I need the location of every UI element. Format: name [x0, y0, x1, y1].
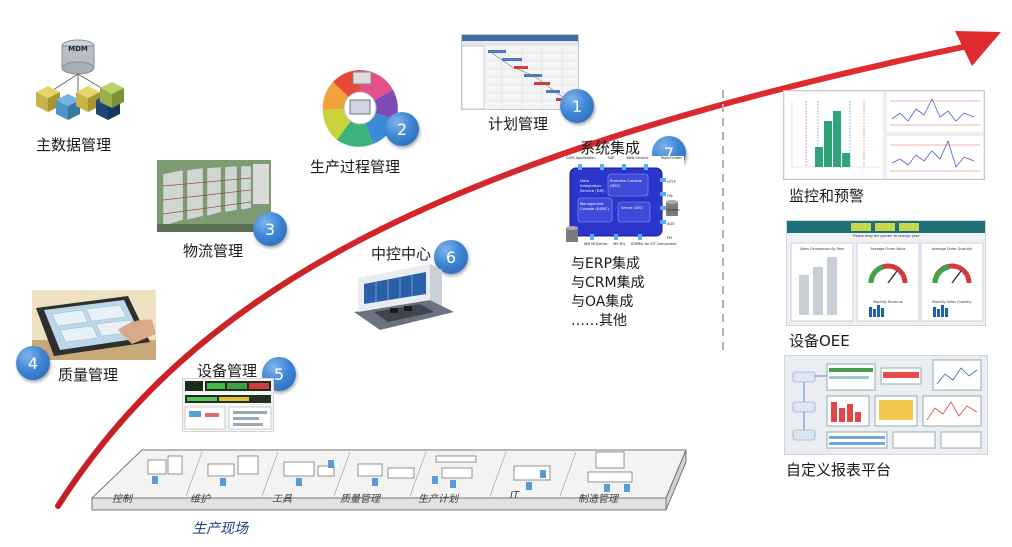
int-right-tag: ADO — [667, 222, 675, 226]
integration-architecture-diagram: COM Application SAP Web Service TeamCent… — [564, 156, 684, 250]
int-bottom-tag: EDMML for SIT Component — [631, 242, 677, 246]
mdm-label: 主数据管理 — [36, 136, 112, 154]
oee-chart-title: Monthly Revenue — [873, 300, 903, 304]
int-core-top: Runtime Console (RSS) — [610, 178, 643, 188]
process-label: 生产过程管理 — [310, 158, 401, 176]
int-top-tag: Web Service — [626, 156, 649, 160]
integration-item: 与ERP集成 — [571, 256, 641, 272]
logistics-warehouse-image — [157, 160, 271, 232]
factory-segment: 制造管理 — [578, 494, 618, 505]
reports-label: 自定义报表平台 — [786, 461, 892, 479]
badge-6: 6 — [434, 240, 468, 274]
int-right-tag: File System — [667, 194, 680, 212]
factory-segment: IT — [510, 490, 520, 501]
integration-item: 与OA集成 — [571, 294, 634, 310]
section-divider — [722, 90, 724, 350]
svg-text:MDM: MDM — [68, 45, 88, 53]
badge-4: 4 — [16, 346, 50, 380]
monitoring-charts-screenshot — [783, 90, 985, 180]
factory-segment: 维护 — [190, 494, 210, 505]
badge-1: 1 — [560, 89, 594, 123]
mdm-cubes-icon: MDM — [36, 39, 124, 120]
integration-list: 与ERP集成 与CRM集成 与OA集成 ……其他 — [571, 255, 645, 331]
integration-item: 与CRM集成 — [571, 275, 645, 291]
monitoring-label: 监控和预警 — [789, 187, 865, 205]
report-platform-screenshot — [784, 355, 988, 455]
factory-segment: 质量管理 — [340, 494, 380, 505]
factory-segment: 工具 — [272, 494, 292, 505]
quality-tablet-image — [32, 290, 156, 360]
oee-chart-title: Sales Comparison By Year — [799, 247, 845, 251]
factory-title: 生产现场 — [192, 521, 248, 537]
plan-label: 计划管理 — [488, 115, 549, 133]
process-wheel-icon — [322, 70, 398, 147]
badge-3: 3 — [253, 212, 287, 246]
oee-hint: Please drag the pointer to change year — [852, 234, 920, 238]
oee-label: 设备OEE — [789, 332, 850, 350]
int-core-mid: Management Console (DSMC) — [580, 202, 609, 211]
oee-chart-title: Monthly Sales Quantity — [932, 300, 972, 304]
integration-label: 系统集成 — [580, 139, 641, 157]
int-right-tag: FM — [667, 236, 672, 240]
int-core-right: Server (DIS) — [621, 206, 643, 210]
logistics-label: 物流管理 — [183, 242, 244, 260]
factory-segment: 控制 — [112, 494, 132, 505]
factory-floor-platform — [90, 449, 687, 511]
oee-dashboard-screenshot: Please drag the pointer to change year S… — [786, 220, 986, 326]
int-right-tag: HTTP — [667, 180, 676, 184]
factory-segment: 生产计划 — [418, 494, 458, 505]
int-bottom-tag: IBM MQSeries — [584, 242, 608, 246]
control-center-label: 中控中心 — [371, 245, 432, 263]
int-top-tag: TeamCenter — [660, 156, 682, 160]
equipment-label: 设备管理 — [197, 362, 258, 380]
quality-label: 质量管理 — [58, 366, 119, 384]
plan-gantt-screenshot — [461, 34, 579, 110]
int-top-tag: COM Application — [566, 156, 596, 160]
int-top-tag: SAP — [607, 156, 615, 160]
integration-item: ……其他 — [571, 313, 627, 329]
oee-chart-title: Average Order Value — [870, 247, 906, 251]
oee-chart-title: Average Order Quantity — [931, 247, 973, 251]
int-core-left: Data Integration Service (DIS) — [580, 178, 605, 193]
badge-2: 2 — [385, 112, 419, 146]
control-room-image — [354, 264, 454, 330]
equipment-screenshot — [182, 378, 274, 432]
int-bottom-tag: MS MQ — [613, 242, 626, 246]
